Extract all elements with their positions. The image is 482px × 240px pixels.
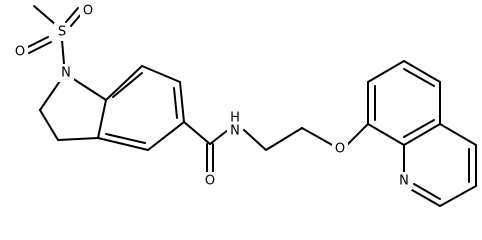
bond-ch3-s <box>33 5 57 26</box>
bond-carbonyl-n <box>209 129 229 145</box>
atom-labels: S O O N H N O O N <box>12 2 412 190</box>
bond-c2q-c3q <box>439 185 477 207</box>
bond-n-ch2a <box>243 129 267 151</box>
bond-c4a-c8a-inner <box>403 119 435 138</box>
bond-o-c8 <box>345 123 369 147</box>
bond-c7-c7-inner <box>112 72 143 98</box>
atom-label-ether-o: O <box>335 142 345 157</box>
atom-label-indoline-n: N <box>61 66 71 81</box>
bond-n-c2 <box>39 80 61 111</box>
bond-s-o1-b <box>28 41 52 54</box>
bonds <box>25 5 477 207</box>
bond-s-n <box>61 39 65 65</box>
atom-label-s: S <box>58 25 66 40</box>
bond-n-c2q-inner <box>413 183 441 200</box>
bond-c7a-c3a <box>97 99 107 139</box>
bond-c4-c3a-inner <box>105 133 146 144</box>
atom-label-quinoline-n: N <box>399 174 409 189</box>
bond-c5-carbonyl <box>183 121 211 145</box>
bond-c4q-c4a <box>439 123 477 146</box>
bond-s-o2-a <box>65 7 79 23</box>
bond-c7-c6 <box>141 65 181 83</box>
bond-n-c2q <box>411 189 441 207</box>
atom-label-sulfonyl-o1: O <box>15 45 25 60</box>
bond-c6-c5-inner <box>173 87 178 119</box>
atom-label-amide-n: N <box>230 124 240 139</box>
bond-c4-c3a <box>97 137 149 151</box>
atom-label-amide-h: H <box>230 111 240 126</box>
atom-label-carbonyl-o: O <box>205 174 215 189</box>
bond-s-o1-a <box>25 36 49 49</box>
bond-n-c7a <box>71 77 107 101</box>
bond-ch2b-o <box>301 127 335 147</box>
bond-c6q-c5q-inner <box>403 68 435 87</box>
bond-c3-c3a <box>57 137 99 141</box>
bond-c8a-c8 <box>367 123 405 146</box>
bond-c7a-c7 <box>105 65 143 101</box>
structure-diagram: S O O N H N O O N <box>12 2 477 207</box>
bond-c5-c4 <box>147 121 185 151</box>
atom-label-sulfonyl-o2: O <box>83 4 93 19</box>
bond-c7q-c6q <box>367 60 405 83</box>
bond-c4a-c8a <box>403 123 441 146</box>
bond-c6-c5 <box>179 81 185 123</box>
bond-c2-c3 <box>39 109 59 141</box>
bond-ch2a-ch2b <box>265 127 303 151</box>
bond-c6q-c5q <box>403 60 441 83</box>
